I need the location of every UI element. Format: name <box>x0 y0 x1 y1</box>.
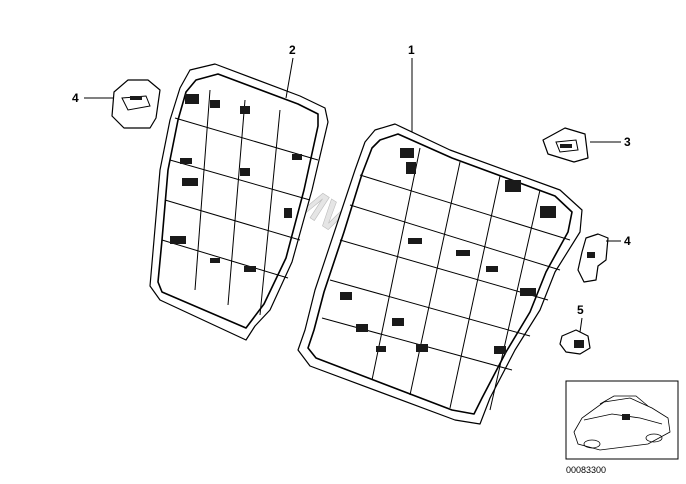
car-outline-icon <box>573 395 671 451</box>
right-backrest-frame[interactable] <box>297 123 583 425</box>
callout-part4-right: 4 <box>624 234 631 248</box>
clip-part[interactable] <box>559 329 591 355</box>
right-trim-cover[interactable] <box>577 233 609 283</box>
leader-part5 <box>579 317 583 333</box>
callout-part3: 3 <box>624 135 631 149</box>
callout-part2: 2 <box>289 43 296 57</box>
leader-part2 <box>285 57 294 99</box>
left-trim-cover[interactable] <box>111 79 161 129</box>
document-number: 00083300 <box>566 465 606 475</box>
upper-trim-cover[interactable] <box>542 127 589 163</box>
vehicle-locator-thumbnail <box>565 380 679 460</box>
callout-part4-left: 4 <box>72 91 79 105</box>
callout-part1: 1 <box>408 43 415 57</box>
left-backrest-frame[interactable] <box>149 63 329 341</box>
callout-part5: 5 <box>577 303 584 317</box>
